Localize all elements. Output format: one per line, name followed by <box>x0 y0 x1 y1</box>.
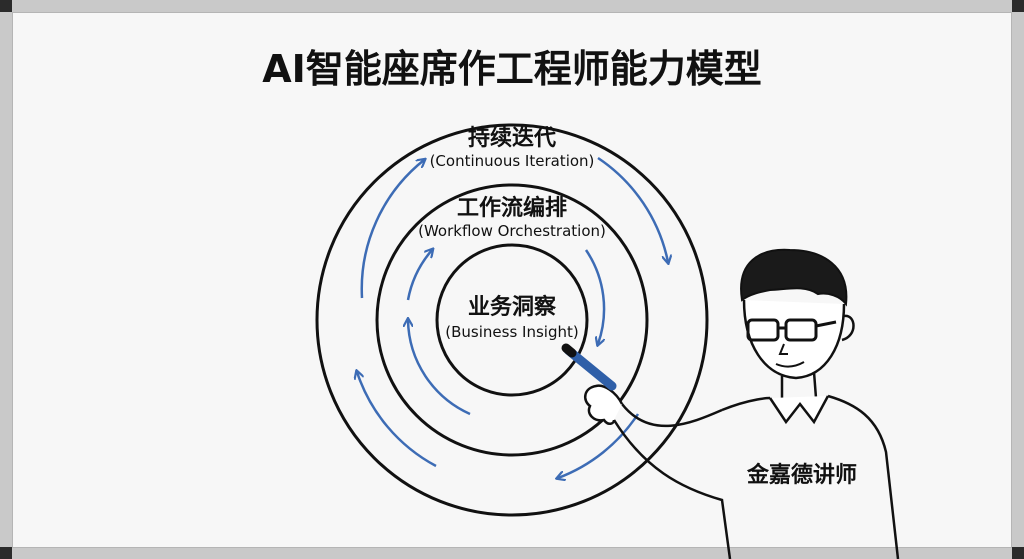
outer-ring-label: 持续迭代 <box>468 125 556 151</box>
middle-ring-sublabel: (Workflow Orchestration) <box>418 222 606 240</box>
inner-ring-sublabel: (Business Insight) <box>445 323 578 341</box>
outer-ring <box>315 123 709 517</box>
flow-arrow-middle-top-left <box>406 250 432 301</box>
hand-shape <box>583 384 624 425</box>
page-title: AI智能座席作工程师能力模型 <box>262 47 762 91</box>
flow-arrow-outer-top-left <box>360 160 424 299</box>
flow-arrow-outer-top-right <box>597 156 668 262</box>
flow-arrow-middle-left <box>408 320 471 416</box>
torso-outline <box>721 394 900 559</box>
presenter-figure: 金嘉德讲师 <box>561 248 900 559</box>
frame-corner-top-left <box>0 0 12 12</box>
glasses-icon <box>746 318 837 342</box>
flow-arrow-middle-right <box>584 249 606 344</box>
hair-shape <box>740 248 848 307</box>
middle-ring-label: 工作流编排 <box>457 195 567 221</box>
frame-corner-bottom-left <box>0 547 12 559</box>
ear-shape <box>841 314 855 342</box>
whiteboard-surface <box>12 12 1012 548</box>
frame-corner-bottom-right <box>1012 547 1024 559</box>
arm-upper-outline <box>621 403 723 428</box>
marker-pen-icon <box>561 343 617 391</box>
inner-ring <box>435 243 589 397</box>
inner-ring-label: 业务洞察 <box>468 294 557 320</box>
shirt-collar <box>768 395 830 425</box>
nose-shape <box>778 343 788 355</box>
outer-ring-sublabel: (Continuous Iteration) <box>430 152 595 170</box>
flow-arrow-outer-bottom-left <box>357 372 437 468</box>
mouth-shape <box>775 361 805 368</box>
flow-arrow-outer-bottom-right <box>558 413 640 478</box>
frame-corner-top-right <box>1012 0 1024 12</box>
neck-shape <box>780 371 818 399</box>
arm-lower-outline <box>612 419 732 559</box>
middle-ring <box>375 183 649 457</box>
presenter-name: 金嘉德讲师 <box>746 462 857 488</box>
